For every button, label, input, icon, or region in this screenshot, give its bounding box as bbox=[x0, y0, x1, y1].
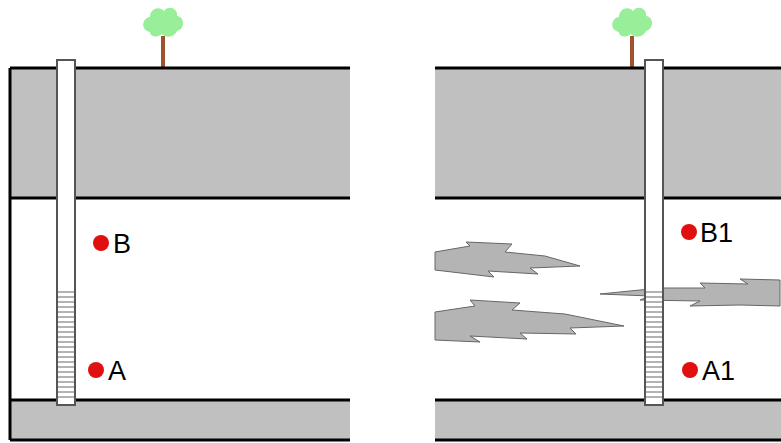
point-label: B bbox=[113, 231, 131, 258]
point-label: B1 bbox=[700, 220, 733, 247]
point-label: A bbox=[108, 358, 126, 385]
well-right bbox=[645, 60, 663, 405]
point-label: A1 bbox=[702, 358, 735, 385]
tree-right bbox=[612, 8, 652, 68]
tree-left bbox=[143, 8, 183, 68]
well-left bbox=[57, 60, 75, 405]
